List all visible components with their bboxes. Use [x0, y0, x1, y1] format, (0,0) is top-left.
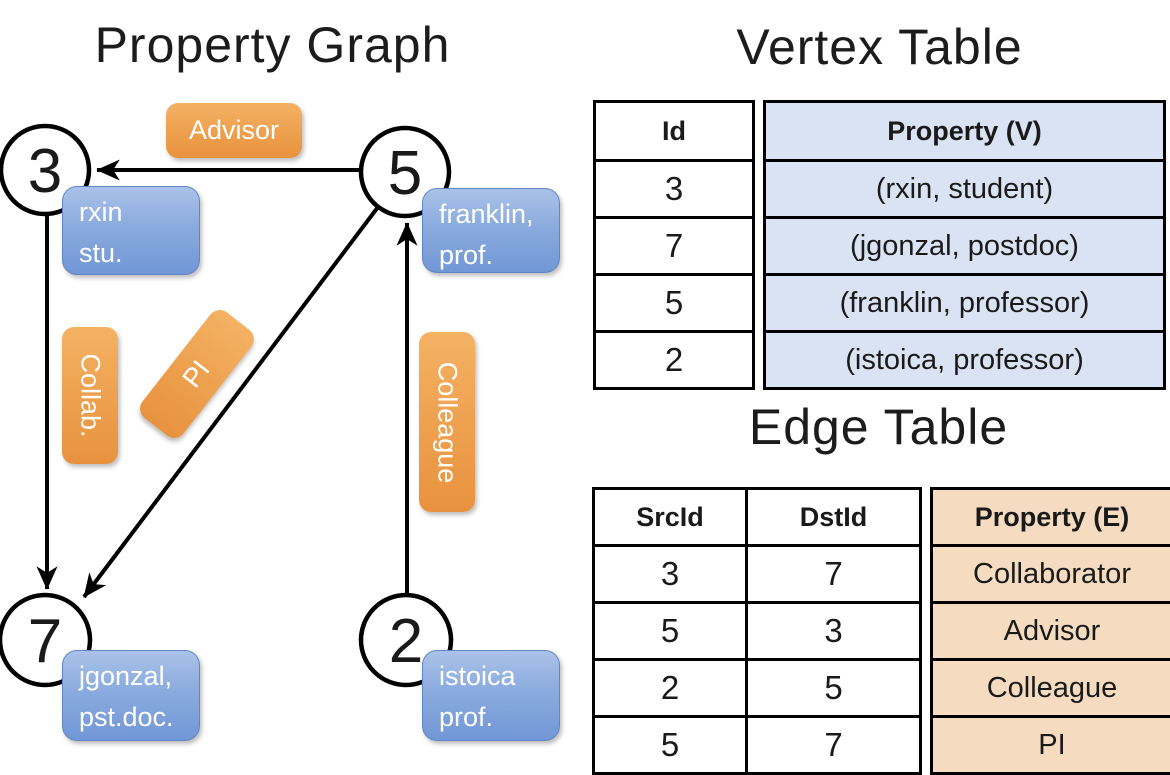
edge-src-cell: 5	[594, 717, 747, 774]
edge-label-collab: Collab.	[62, 327, 118, 464]
edge-label-text: Colleague	[432, 361, 463, 483]
edge-table: SrcId DstId 3 7 5 3 2 5 5 7 Property (E)…	[592, 487, 1170, 775]
edge-table-id-columns: SrcId DstId 3 7 5 3 2 5 5 7	[592, 487, 922, 775]
vertex-property-cell: (rxin, student)	[765, 161, 1165, 218]
vertex-id-7: 7	[28, 607, 62, 676]
vertex-property-line: prof.	[439, 235, 559, 276]
edge-dst-cell: 7	[747, 717, 921, 774]
vertex-table-title: Vertex Table	[593, 18, 1166, 76]
edge-src-cell: 5	[594, 603, 747, 660]
vertex-table-id-column: Id 3 7 5 2	[593, 100, 755, 390]
edge-label-text: Advisor	[189, 115, 279, 146]
edge-src-cell: 3	[594, 546, 747, 603]
edge-label-colleague: Colleague	[419, 332, 475, 512]
edge-dst-cell: 5	[747, 660, 921, 717]
vertex-property-cell: (franklin, professor)	[765, 275, 1165, 332]
vertex-property-line: rxin	[79, 192, 199, 233]
edge-src-cell: 2	[594, 660, 747, 717]
vertex-property-box-2: istoica prof.	[422, 650, 560, 741]
vertex-id-cell: 3	[595, 161, 754, 218]
edge-property-cell: Advisor	[932, 603, 1170, 660]
vertex-property-box-7: jgonzal, pst.doc.	[62, 650, 200, 741]
edge-property-cell: Collaborator	[932, 546, 1170, 603]
edge-table-title: Edge Table	[592, 398, 1165, 456]
vertex-property-box-3: rxin stu.	[62, 186, 200, 275]
vertex-property-line: pst.doc.	[79, 697, 199, 738]
edge-property-cell: Colleague	[932, 660, 1170, 717]
vertex-property-line: istoica	[439, 656, 559, 697]
vertex-id-cell: 7	[595, 218, 754, 275]
edge-dst-cell: 3	[747, 603, 921, 660]
edge-table-property-column: Property (E) Collaborator Advisor Collea…	[930, 487, 1170, 775]
vertex-property-line: stu.	[79, 233, 199, 274]
vertex-table-header-property: Property (V)	[765, 102, 1165, 161]
vertex-id-5: 5	[388, 139, 422, 208]
vertex-table-header-id: Id	[595, 102, 754, 161]
edge-table-header-src: SrcId	[594, 489, 747, 546]
vertex-property-cell: (istoica, professor)	[765, 332, 1165, 389]
edge-label-text: Collab.	[75, 353, 106, 437]
vertex-property-line: jgonzal,	[79, 656, 199, 697]
vertex-property-line: franklin,	[439, 194, 559, 235]
edge-property-cell: PI	[932, 717, 1170, 774]
vertex-property-line: prof.	[439, 697, 559, 738]
vertex-id-3: 3	[28, 137, 62, 206]
vertex-property-box-5: franklin, prof.	[422, 188, 560, 273]
vertex-property-cell: (jgonzal, postdoc)	[765, 218, 1165, 275]
vertex-table: Id 3 7 5 2 Property (V) (rxin, student) …	[593, 100, 1166, 390]
vertex-table-property-column: Property (V) (rxin, student) (jgonzal, p…	[763, 100, 1166, 390]
edge-table-header-property: Property (E)	[932, 489, 1170, 546]
vertex-id-cell: 2	[595, 332, 754, 389]
property-graph-panel: Property Graph 3 5 7 2	[0, 0, 585, 760]
vertex-id-2: 2	[389, 607, 423, 676]
edge-label-text: PI	[177, 354, 217, 393]
edge-label-advisor: Advisor	[166, 103, 302, 158]
edge-dst-cell: 7	[747, 546, 921, 603]
edge-table-header-dst: DstId	[747, 489, 921, 546]
vertex-id-cell: 5	[595, 275, 754, 332]
